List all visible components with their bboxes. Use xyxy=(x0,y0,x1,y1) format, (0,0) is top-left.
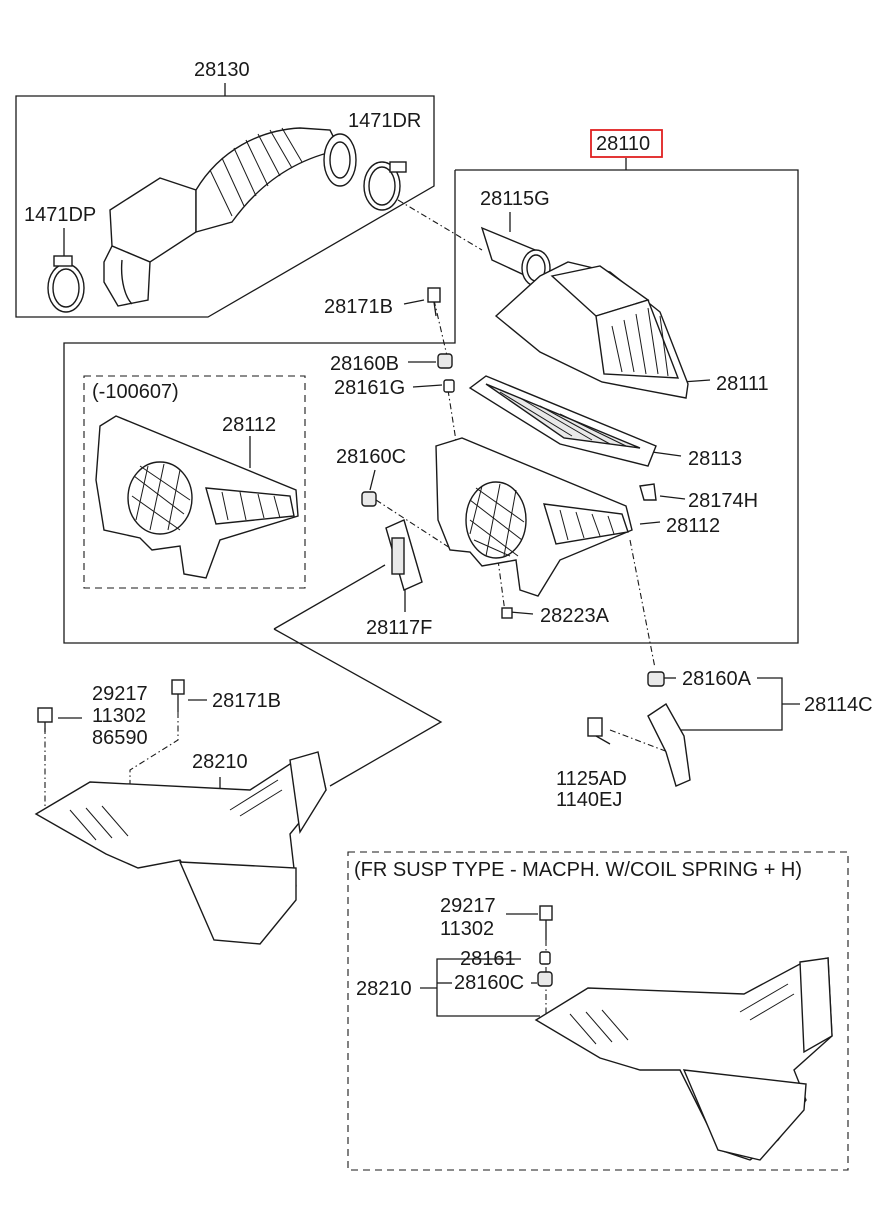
label-bolt-top[interactable]: 28171B xyxy=(324,296,393,318)
label-bracket-grommet[interactable]: 28117F xyxy=(366,617,432,639)
label-body-variant[interactable]: 28112 xyxy=(222,414,276,436)
intake-hose-part xyxy=(103,127,357,307)
label-grommet-a[interactable]: 28160A xyxy=(682,668,752,690)
label-alt-title: (FR SUSP TYPE - MACPH. W/COIL SPRING + H… xyxy=(354,859,802,881)
label-variant-note: (-100607) xyxy=(92,381,179,403)
label-cover[interactable]: 28111 xyxy=(716,373,769,395)
label-air-cleaner-assy[interactable]: 28110 xyxy=(596,133,650,155)
label-bolt-a[interactable]: 1125AD xyxy=(556,768,627,790)
label-alt-grommet[interactable]: 28160C xyxy=(454,972,524,994)
label-grommet-top[interactable]: 28160B xyxy=(330,353,399,375)
label-alt-bolt-1[interactable]: 29217 xyxy=(440,895,496,917)
cover-part xyxy=(494,261,689,399)
part-labels: 28130 1471DR 1471DP 28110 28115G 28171B … xyxy=(24,59,873,1000)
label-duct-bolt-1[interactable]: 29217 xyxy=(92,683,148,705)
alt-duct-part xyxy=(534,957,833,1161)
label-duct[interactable]: 28210 xyxy=(192,751,248,773)
small-parts xyxy=(37,287,691,987)
label-clip[interactable]: 28174H xyxy=(688,490,758,512)
label-collar-top[interactable]: 28161G xyxy=(334,377,405,399)
label-bracket-assy[interactable]: 28114C xyxy=(804,694,873,716)
clamp-right-part xyxy=(363,161,407,211)
label-clamp-right[interactable]: 1471DR xyxy=(348,110,421,132)
variant-body-part xyxy=(95,415,299,579)
label-bolt-b[interactable]: 1140EJ xyxy=(556,789,622,811)
filter-part xyxy=(468,375,657,467)
label-duct-bolt-b[interactable]: 28171B xyxy=(212,690,281,712)
highlight-box xyxy=(590,129,663,158)
label-duct-bolt-3[interactable]: 86590 xyxy=(92,727,148,749)
label-alt-bolt-2[interactable]: 11302 xyxy=(440,918,494,940)
label-filter[interactable]: 28113 xyxy=(688,448,742,470)
lower-body-part xyxy=(435,437,633,597)
label-duct-bolt-2[interactable]: 11302 xyxy=(92,705,146,727)
label-clamp-left[interactable]: 1471DP xyxy=(24,204,96,226)
label-screw[interactable]: 28223A xyxy=(540,605,610,627)
label-intake-hose[interactable]: 28130 xyxy=(194,59,250,81)
clamp-left-part xyxy=(47,255,85,313)
duct-part xyxy=(34,751,327,945)
label-resonator[interactable]: 28115G xyxy=(480,188,550,210)
label-alt-collar[interactable]: 28161 xyxy=(460,948,516,970)
label-alt-duct[interactable]: 28210 xyxy=(356,978,412,1000)
label-grommet-c[interactable]: 28160C xyxy=(336,446,406,468)
label-body[interactable]: 28112 xyxy=(666,515,720,537)
